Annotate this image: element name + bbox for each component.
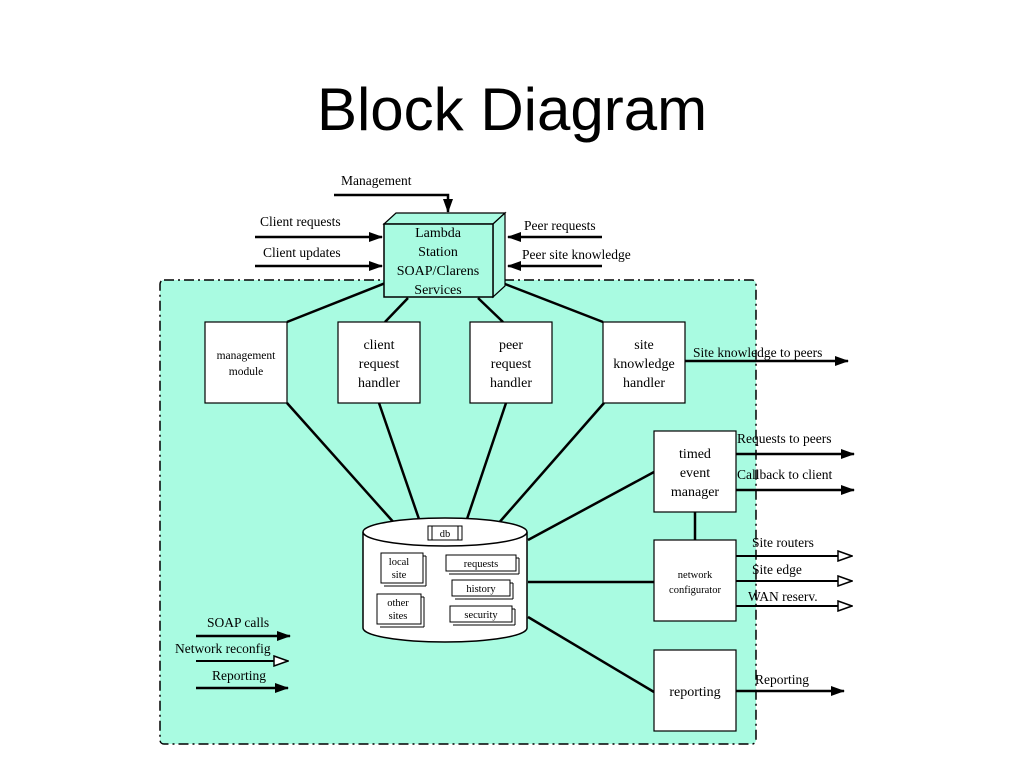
requests-to-peers-label: Requests to peers <box>737 431 831 446</box>
site-handler-line1: site <box>634 338 653 353</box>
network-line1: network <box>678 570 713 581</box>
lambda-line4: Services <box>414 283 461 298</box>
input-arrows <box>255 193 602 271</box>
client-handler-line2: request <box>359 357 400 372</box>
other-sites-line1: other <box>387 598 409 609</box>
security-table: security <box>449 605 516 626</box>
peer-handler-line3: handler <box>490 376 532 391</box>
reporting-output-label: Reporting <box>755 672 809 687</box>
client-handler-line3: handler <box>358 376 400 391</box>
management-module-line2: module <box>229 366 264 378</box>
timed-line2: event <box>680 466 710 481</box>
callback-to-client-label: Callback to client <box>737 467 832 482</box>
requests-label: requests <box>464 559 498 570</box>
timed-event-manager-box: timed event manager <box>653 430 737 513</box>
timed-line3: manager <box>671 485 720 500</box>
client-handler-line1: client <box>363 338 394 353</box>
client-requests-label: Client requests <box>260 214 341 229</box>
reporting-box-label: reporting <box>669 685 720 700</box>
history-label: history <box>466 584 496 595</box>
peer-request-handler-box: peer request handler <box>469 321 553 404</box>
output-arrows <box>685 356 855 696</box>
wan-reserv-label: WAN reserv. <box>748 589 818 604</box>
connector-lines <box>286 280 697 694</box>
management-module-box: management module <box>204 321 288 404</box>
timed-line1: timed <box>679 447 711 462</box>
requests-table: requests <box>445 554 520 575</box>
db-label: db <box>440 529 451 540</box>
network-output-arrows <box>736 556 852 606</box>
network-configurator-box: network configurator <box>653 539 737 622</box>
local-site-table: local site <box>380 552 427 587</box>
legend-soap-calls: SOAP calls <box>207 615 269 630</box>
local-site-line1: local <box>389 557 409 568</box>
history-table: history <box>451 579 514 600</box>
lambda-station-box: Lambda Station SOAP/Clarens Services <box>382 211 507 299</box>
lambda-line2: Station <box>418 245 458 260</box>
peer-handler-line1: peer <box>499 338 523 353</box>
client-request-handler-box: client request handler <box>337 321 421 404</box>
security-label: security <box>464 610 498 621</box>
network-line2: configurator <box>669 585 721 596</box>
management-input-label: Management <box>341 173 412 188</box>
peer-handler-line2: request <box>491 357 532 372</box>
reporting-box: reporting <box>653 649 737 732</box>
other-sites-line2: sites <box>389 611 408 622</box>
page-title: Block Diagram <box>316 76 708 143</box>
site-routers-label: Site routers <box>752 535 814 550</box>
lambda-line3: SOAP/Clarens <box>397 264 479 279</box>
legend-network-reconfig: Network reconfig <box>175 641 271 656</box>
management-module-line1: management <box>217 350 277 362</box>
other-sites-table: other sites <box>376 593 425 628</box>
site-handler-line2: knowledge <box>613 357 674 372</box>
client-updates-label: Client updates <box>263 245 341 260</box>
local-site-line2: site <box>392 570 407 581</box>
legend-reporting: Reporting <box>212 668 266 683</box>
peer-requests-label: Peer requests <box>524 218 596 233</box>
database-cylinder: db local site other sites requests histo… <box>362 517 528 643</box>
legend: SOAP calls Network reconfig Reporting <box>175 615 291 693</box>
site-handler-line3: handler <box>623 376 665 391</box>
site-knowledge-to-peers-label: Site knowledge to peers <box>693 345 822 360</box>
peer-site-knowledge-label: Peer site knowledge <box>522 247 631 262</box>
site-edge-label: Site edge <box>752 562 802 577</box>
site-knowledge-handler-box: site knowledge handler <box>602 321 686 404</box>
lambda-line1: Lambda <box>415 226 462 241</box>
